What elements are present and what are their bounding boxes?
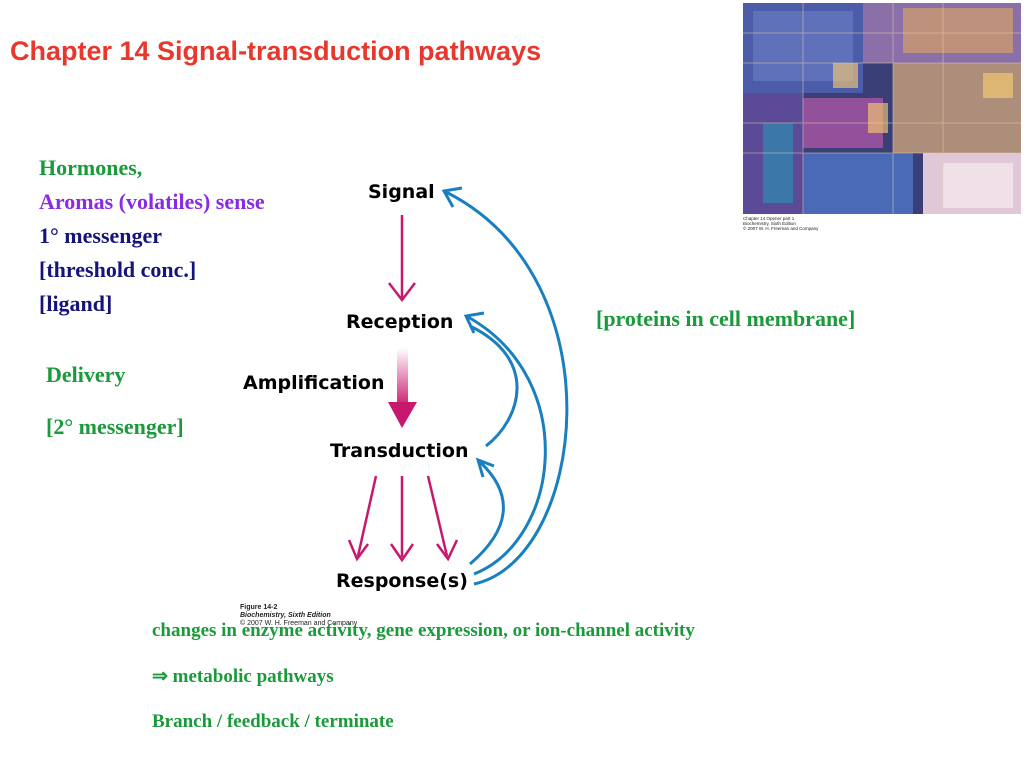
arrows-to-responses xyxy=(347,475,459,563)
arrow-amplification xyxy=(388,348,417,428)
note-delivery: Delivery xyxy=(46,362,126,387)
left-notes: Hormones, Aromas (volatiles) sense 1° me… xyxy=(39,151,265,321)
slide-title: Chapter 14 Signal-transduction pathways xyxy=(10,36,542,66)
chip-photo xyxy=(743,3,1021,214)
note-second-messenger: [2° messenger] xyxy=(46,414,184,439)
label-transduction: Transduction xyxy=(330,440,468,462)
figure-caption: Figure 14-2 Biochemistry, Sixth Edition … xyxy=(240,604,358,627)
note-hormones: Hormones, xyxy=(39,155,143,180)
note-ligand: [ligand] xyxy=(39,291,113,316)
note-threshold: [threshold conc.] xyxy=(39,257,197,282)
note-branch: Branch / feedback / terminate xyxy=(152,711,394,732)
chip-caption: Chapter 14 Opener part 1 Biochemistry, S… xyxy=(743,216,819,231)
label-signal: Signal xyxy=(368,181,435,203)
feedback-arrows xyxy=(441,186,569,586)
arrow-signal-reception xyxy=(388,215,416,303)
label-reception: Reception xyxy=(346,311,453,333)
note-proteins: [proteins in cell membrane] xyxy=(596,306,856,331)
note-metabolic: ⇒ metabolic pathways xyxy=(152,666,334,687)
note-changes: changes in enzyme activity, gene express… xyxy=(152,620,695,641)
label-response: Response(s) xyxy=(336,570,468,592)
label-amplification: Amplification xyxy=(243,372,384,394)
note-aromas: Aromas (volatiles) sense xyxy=(39,189,265,214)
note-messenger: 1° messenger xyxy=(39,223,163,248)
